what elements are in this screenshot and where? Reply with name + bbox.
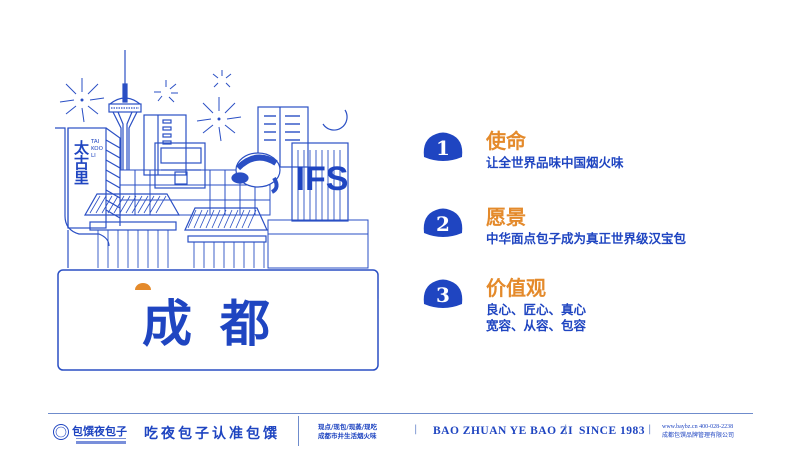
brand-name: 包馔夜包子 (72, 425, 127, 438)
chengdu-skyline-illustration: IFS (55, 50, 379, 371)
item-desc: 中华面点包子成为真正世界级汉宝包 (486, 231, 687, 246)
slogan: 吃夜包子认准包馔 (144, 426, 280, 442)
since-year: SINCE 1983 (579, 425, 646, 437)
brand-logo: 包馔夜包子 (52, 420, 140, 446)
moon-icon (322, 109, 348, 131)
item-title: 愿景 (486, 205, 526, 229)
tv-tower (108, 50, 142, 170)
contact-info: www.baybz.cn 400-028-2238 成都包馔品牌管理有限公司 (662, 424, 735, 439)
number-badge: 3 (422, 278, 464, 312)
brand-english-name: BAO ZHUAN YE BAO ZI (433, 425, 574, 437)
item-title: 价值观 (486, 276, 546, 300)
item-desc: 让全世界品味中国烟火味 (486, 155, 624, 170)
footer-divider (48, 413, 753, 414)
taikooli-sign-text: 太古里 (70, 140, 90, 191)
taikooli-en: TAI KOO LI (91, 139, 103, 159)
taikooli-cn: 太古里 (72, 140, 90, 185)
traditional-houses (67, 193, 268, 268)
separator: | (648, 424, 652, 435)
city-name-title: 成都 (142, 294, 298, 353)
bun-badge-icon (423, 132, 463, 161)
item-title: 使命 (486, 129, 526, 153)
baozi-icon (135, 283, 151, 290)
separator: | (414, 424, 418, 435)
footer-vertical-divider (298, 416, 299, 446)
number-badge: 1 (422, 131, 464, 165)
city-name-frame (57, 269, 379, 371)
firework-icon (59, 70, 242, 142)
footer: 包馔夜包子 吃夜包子认准包馔 现点/现包/现蒸/现吃 成都市井生活烟火味 | B… (0, 414, 800, 450)
bun-badge-icon (423, 208, 463, 237)
separator: | (564, 424, 568, 435)
number-badge: 2 (422, 207, 464, 241)
ifs-logo: IFS (296, 160, 349, 198)
tagline: 现点/现包/现蒸/现吃 成都市井生活烟火味 (318, 423, 378, 440)
panda-icon (231, 152, 281, 194)
bun-badge-icon (423, 279, 463, 308)
item-desc: 良心、匠心、真心 宽容、从容、包容 (486, 302, 587, 333)
brand-seal-icon (53, 424, 69, 440)
